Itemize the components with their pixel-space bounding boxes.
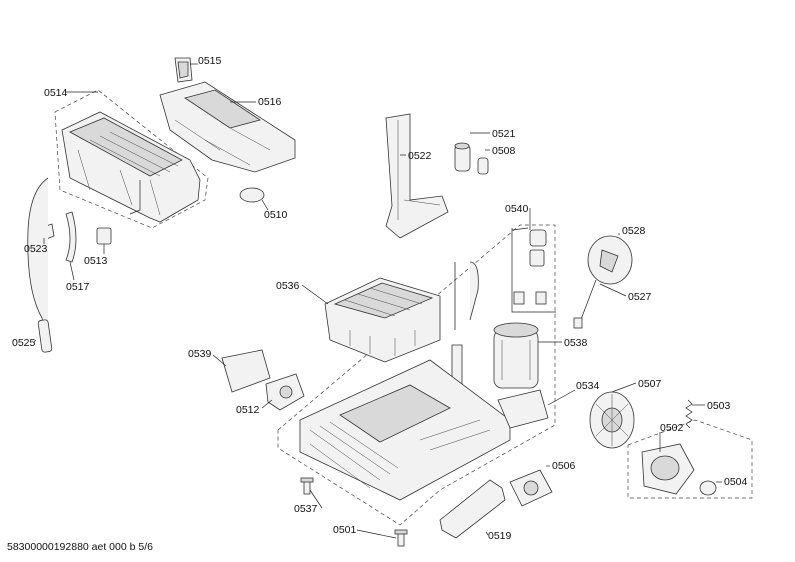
label-0536: 0536	[276, 280, 300, 292]
leader-0525	[33, 339, 37, 343]
label-0519: 0519	[488, 530, 512, 542]
part-0510-ring	[239, 187, 265, 203]
label-0506: 0506	[552, 460, 576, 472]
leader-0536	[301, 284, 329, 305]
part-0538-compressor	[493, 322, 539, 389]
part-0513-sensor	[96, 227, 112, 245]
label-0514: 0514	[44, 87, 68, 99]
group-outline-upper-left	[54, 89, 209, 229]
label-0538: 0538	[564, 337, 588, 349]
group-outline-motor	[627, 419, 753, 499]
part-0506-filter	[509, 469, 553, 507]
label-0539: 0539	[188, 348, 212, 360]
label-0540: 0540	[505, 203, 529, 215]
label-0517: 0517	[66, 281, 90, 293]
group-outline-center	[277, 224, 556, 526]
part-0528-thermostat	[573, 235, 633, 329]
label-0527: 0527	[628, 291, 652, 303]
leader-0507	[611, 382, 637, 393]
part-0525-hose	[27, 177, 49, 351]
part-0501-screw	[394, 529, 408, 547]
label-0508: 0508	[492, 145, 516, 157]
part-base-sump	[299, 359, 511, 501]
part-0525-hose-end	[37, 319, 53, 353]
part-0516-cover	[159, 81, 296, 173]
part-0519-seal	[439, 479, 506, 539]
label-0525: 0525	[12, 337, 36, 349]
label-0516: 0516	[258, 96, 282, 108]
part-0512-pump	[265, 373, 305, 411]
part-0537-screw	[300, 477, 314, 495]
leader-0519	[485, 531, 489, 536]
part-0540-valve-set	[511, 227, 556, 313]
part-pipe-loop	[454, 261, 479, 330]
label-0513: 0513	[84, 255, 108, 267]
label-0507: 0507	[638, 378, 662, 390]
label-0502: 0502	[660, 422, 684, 434]
part-0502-motor	[641, 443, 695, 495]
leader-0501	[356, 529, 397, 539]
part-0539-cover	[221, 349, 271, 393]
part-0515-clip	[174, 57, 193, 83]
part-0522-duct	[385, 113, 449, 239]
part-0521-cap-top	[454, 142, 470, 150]
part-0504-cap	[699, 480, 717, 496]
leader-0539	[212, 354, 227, 367]
label-0537: 0537	[294, 503, 318, 515]
drawing-number: 58300000192880 aet 000 b 5/6	[7, 541, 153, 553]
label-0512: 0512	[236, 404, 260, 416]
part-0503-spring	[685, 399, 693, 429]
leader-0510	[261, 199, 269, 211]
label-0503: 0503	[707, 400, 731, 412]
label-0528: 0528	[622, 225, 646, 237]
leader-0534	[547, 389, 576, 406]
part-0514-housing	[61, 111, 201, 223]
leader-0512	[261, 399, 273, 409]
part-0517-hose	[65, 211, 77, 263]
label-0521: 0521	[492, 128, 516, 140]
part-0536-condenser	[324, 277, 441, 363]
label-0510: 0510	[264, 209, 288, 221]
label-0504: 0504	[724, 476, 748, 488]
label-0534: 0534	[576, 380, 600, 392]
label-0501: 0501	[333, 524, 357, 536]
label-0523: 0523	[24, 243, 48, 255]
part-0534-plate	[497, 389, 549, 429]
leader-0537	[309, 489, 323, 509]
label-0515: 0515	[198, 55, 222, 67]
leader-0527	[599, 283, 627, 297]
part-0507-fan	[589, 391, 635, 449]
label-0522: 0522	[408, 150, 432, 162]
leader-0517	[69, 261, 75, 281]
part-0508-sleeve	[477, 157, 489, 175]
